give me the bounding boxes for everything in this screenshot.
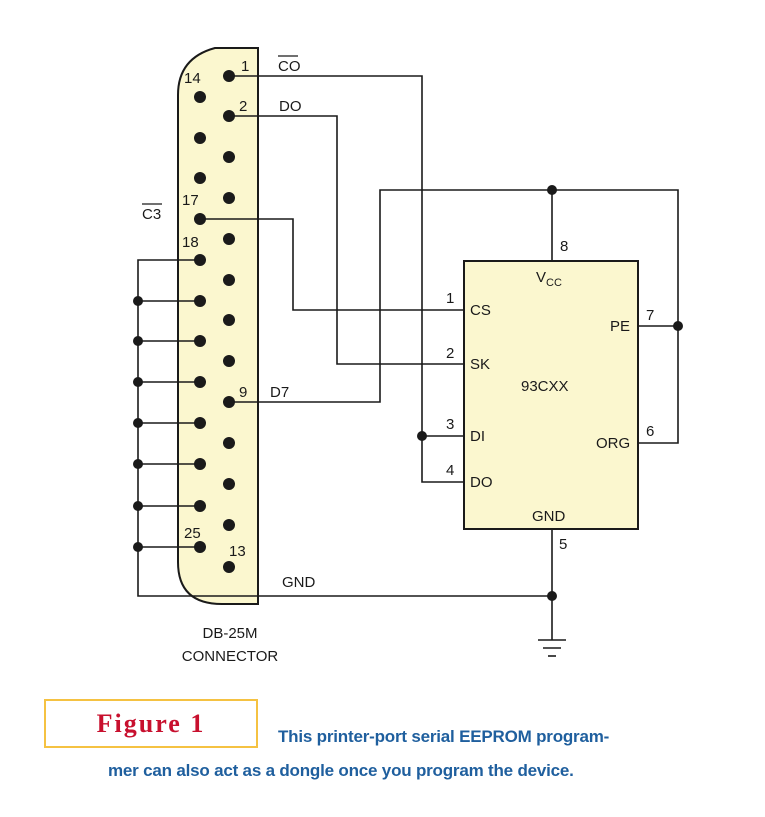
connector-pin	[223, 151, 235, 163]
chip-pin-number-4: 4	[446, 462, 454, 479]
connector-pin	[223, 437, 235, 449]
signal-label-c3: C3	[142, 206, 161, 223]
connector-pin	[223, 314, 235, 326]
caption-line-1: This printer-port serial EEPROM program-	[278, 727, 610, 746]
signal-label-co: CO	[278, 58, 301, 75]
connector-name-line1: DB-25M	[202, 625, 257, 642]
pin-label-13: 13	[229, 543, 246, 560]
junction-dot	[133, 336, 143, 346]
junction-dot	[133, 296, 143, 306]
figure-label: Figure 1	[96, 708, 206, 738]
chip-pin-cs: CS	[470, 302, 491, 319]
junction-dot	[133, 542, 143, 552]
chip-pin-number-7: 7	[646, 307, 654, 324]
wire-do-to-sk	[229, 115, 464, 365]
chip-pin-number-8: 8	[560, 238, 568, 255]
connector-pin	[194, 132, 206, 144]
chip-pin-org: ORG	[596, 435, 630, 452]
caption-line-2: mer can also act as a dongle once you pr…	[108, 761, 574, 780]
pin-label-2: 2	[239, 98, 247, 115]
figure-label-box: Figure 1	[44, 699, 258, 748]
connector-pin-14	[194, 91, 206, 103]
connector-pin	[223, 519, 235, 531]
chip-pin-gnd: GND	[532, 508, 566, 525]
junction-dot	[417, 431, 427, 441]
junction-dot	[133, 377, 143, 387]
junction-dot	[133, 501, 143, 511]
chip-pin-number-5: 5	[559, 536, 567, 553]
signal-label-d7: D7	[270, 384, 289, 401]
junction-dot	[133, 459, 143, 469]
chip-pin-di: DI	[470, 428, 485, 445]
chip-pin-do: DO	[470, 474, 493, 491]
junction-dot	[673, 321, 683, 331]
signal-label-gnd: GND	[282, 574, 316, 591]
connector-pin-13	[223, 561, 235, 573]
connector-pin	[223, 478, 235, 490]
wire-co-to-di	[229, 75, 464, 437]
chip-pin-number-1: 1	[446, 290, 454, 307]
pin-label-17: 17	[182, 192, 199, 209]
ground-icon	[538, 639, 566, 657]
eeprom-chip-body	[463, 260, 639, 530]
chip-name: 93CXX	[521, 378, 569, 395]
pin-label-25: 25	[184, 525, 201, 542]
connector-name-line2: CONNECTOR	[182, 648, 279, 665]
connector-pin	[194, 172, 206, 184]
chip-pin-number-2: 2	[446, 345, 454, 362]
schematic-diagram: 1 14 2 17 18 9 25 13 CO DO C3 D7 GND DB-…	[133, 47, 683, 665]
connector-pin	[223, 192, 235, 204]
pin-label-14: 14	[184, 70, 201, 87]
chip-pin-number-6: 6	[646, 423, 654, 440]
wire-c3-to-cs	[200, 218, 464, 311]
wire-d7-to-vcc	[229, 189, 679, 444]
junction-dot	[547, 185, 557, 195]
chip-pin-vcc: VCC	[536, 269, 562, 289]
db25-connector-body	[177, 47, 259, 605]
pin-label-18: 18	[182, 234, 199, 251]
connector-pin	[223, 274, 235, 286]
chip-pin-pe: PE	[610, 318, 630, 335]
junctions	[133, 185, 683, 601]
chip-pin-sk: SK	[470, 356, 490, 373]
connector-pin	[223, 233, 235, 245]
junction-dot	[547, 591, 557, 601]
pin-label-1: 1	[241, 58, 249, 75]
pin-label-9: 9	[239, 384, 247, 401]
wire-di-do-tie	[421, 436, 464, 483]
signal-label-do: DO	[279, 98, 302, 115]
connector-pin	[223, 355, 235, 367]
junction-dot	[133, 418, 143, 428]
chip-pin-number-3: 3	[446, 416, 454, 433]
